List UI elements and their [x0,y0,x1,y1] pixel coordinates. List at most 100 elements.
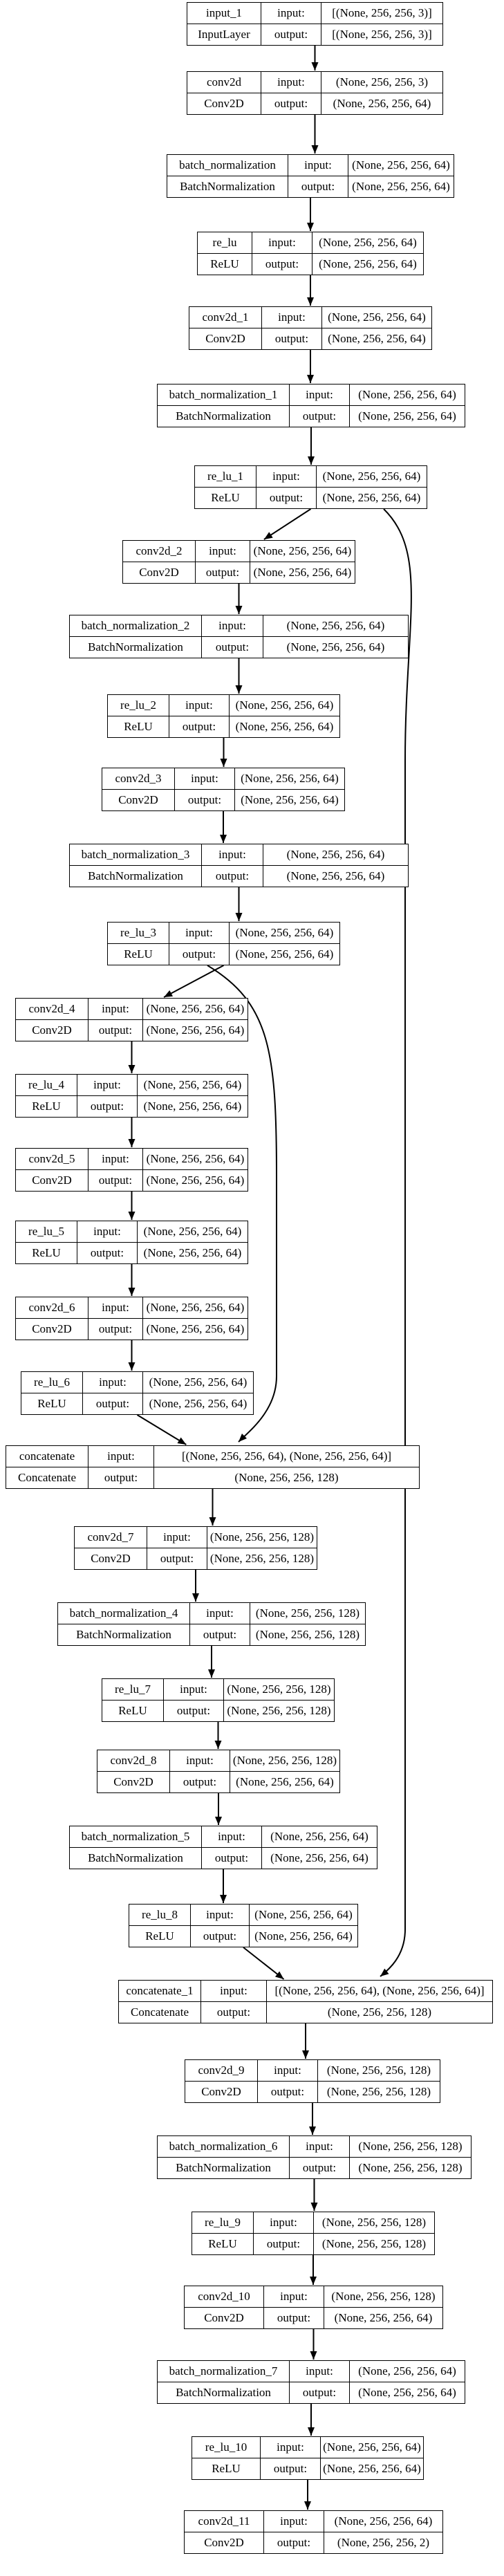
input-shape: (None, 256, 256, 128) [349,2136,471,2157]
edge-conv2d-5-to-re-lu-5 [128,1192,136,1220]
output-shape: (None, 256, 256, 64) [229,716,339,737]
edge-re-lu-1-to-conv2d-2 [263,508,312,540]
input-shape: (None, 256, 256, 64) [261,1826,377,1847]
input-label: input: [261,3,321,24]
output-shape: (None, 256, 256, 64) [234,790,344,810]
edge-conv2d-10-to-batch-normalization-7 [310,2329,317,2360]
layer-row-output: BatchNormalization output:(None, 256, 256… [70,636,408,658]
layer-name: concatenate [19,1449,75,1463]
output-shape: (None, 256, 256, 64) [349,2382,465,2403]
layer-name: conv2d_10 [198,2290,250,2303]
output-shape: (None, 256, 256, 64) [250,562,355,583]
layer-name: batch_normalization_5 [81,1830,190,1843]
layer-name: batch_normalization [179,158,276,172]
input-shape: (None, 256, 256, 64) [137,1075,248,1095]
output-shape: (None, 256, 256, 128) [207,1548,317,1569]
layer-name: concatenate_1 [126,1984,194,1997]
edge-batch-normalization-3-to-re-lu-3 [235,887,243,921]
layer-name: re_lu_9 [205,2216,241,2229]
input-label: input: [88,1297,142,1318]
output-label: output: [201,637,263,658]
input-shape: (None, 256, 256, 128) [317,2060,440,2081]
layer-name: batch_normalization_6 [169,2140,278,2153]
output-shape: (None, 256, 256, 64) [263,637,408,658]
input-shape: (None, 256, 256, 64) [312,232,423,253]
edge-conv2d-9-to-batch-normalization-6 [309,2103,316,2135]
layer-type: BatchNormalization [176,2161,271,2174]
output-shape: (None, 256, 256, 64) [324,2308,442,2328]
output-label: output: [190,1926,249,1947]
output-shape: (None, 256, 256, 64) [321,328,431,349]
edge-re-lu-3-to-conv2d-4 [163,965,224,998]
output-shape: (None, 256, 256, 128) [349,2158,471,2178]
layer-type: Conv2D [32,1322,72,1335]
layer-name: re_lu_5 [28,1225,64,1238]
edge-re-lu-4-to-conv2d-5 [128,1118,136,1147]
input-shape: (None, 256, 256, 128) [230,1750,339,1771]
input-label: input: [88,1149,142,1169]
input-shape: (None, 256, 256, 64) [321,307,431,328]
output-label: output: [261,328,321,349]
output-shape: (None, 256, 256, 2) [324,2532,442,2553]
layer-name: batch_normalization_1 [169,388,278,401]
edge-conv2d-3-to-batch-normalization-3 [220,811,227,843]
output-label: output: [263,2532,324,2553]
edge-re-lu-1-to-concatenate-1 [380,508,412,1977]
input-shape: (None, 256, 256, 128) [324,2286,442,2307]
layer-name: re_lu_10 [205,2440,248,2454]
input-shape: (None, 256, 256, 64) [234,768,344,789]
input-label: input: [77,1075,137,1095]
edge-re-lu-5-to-conv2d-6 [128,1264,136,1296]
output-shape: (None, 256, 256, 128) [250,1624,365,1645]
layer-name: conv2d_3 [115,772,162,785]
input-label: input: [169,695,229,716]
layer-type: Conv2D [118,793,158,806]
input-shape: (None, 256, 256, 64) [249,1905,357,1925]
input-label: input: [261,307,321,328]
output-shape: (None, 256, 256, 64) [142,1319,248,1340]
layer-type: Conv2D [139,566,179,579]
layer-type: BatchNormalization [88,869,183,882]
input-shape: [(None, 256, 256, 64), (None, 256, 256, … [266,1981,492,2001]
output-label: output: [289,2158,349,2178]
layer-type: BatchNormalization [88,640,183,654]
output-label: output: [195,562,250,583]
input-label: input: [88,1446,153,1467]
output-label: output: [88,1467,153,1488]
